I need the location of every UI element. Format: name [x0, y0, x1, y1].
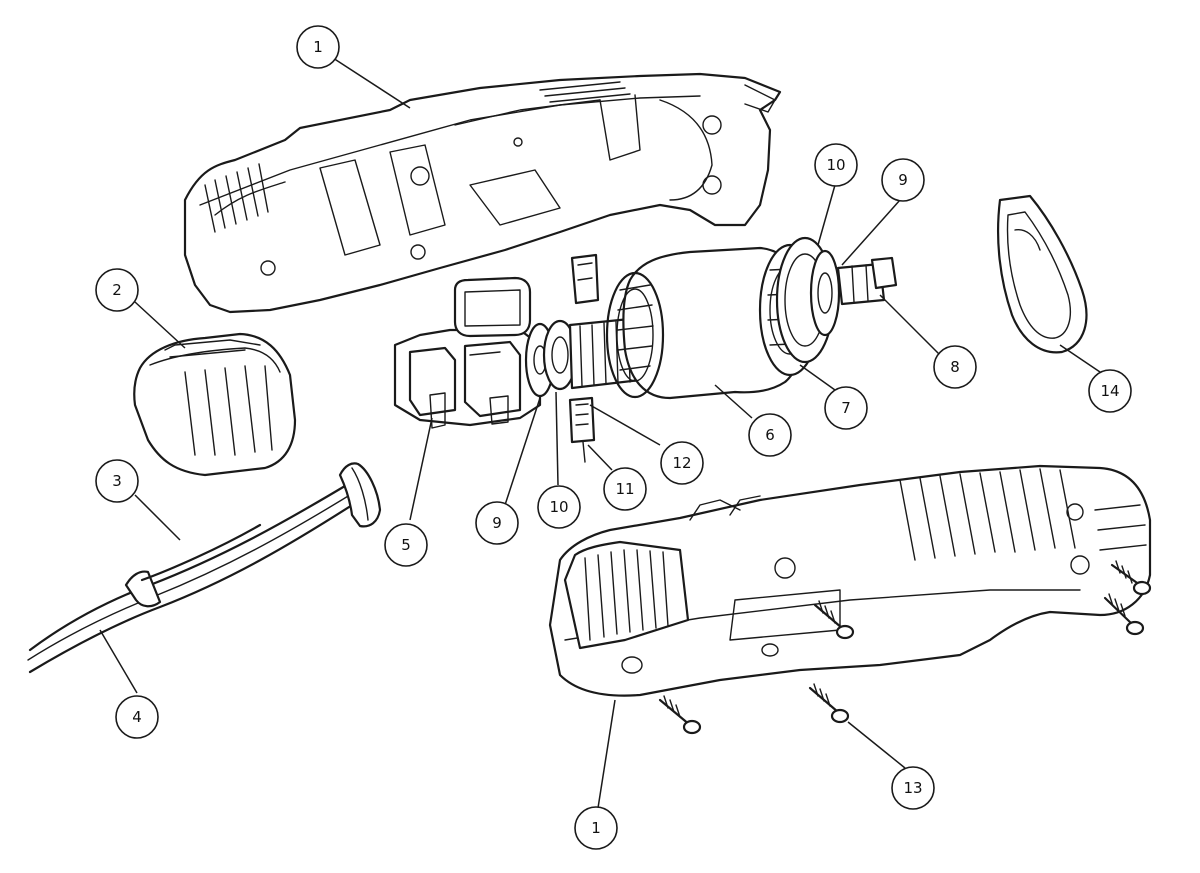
callout-label: 1: [591, 819, 601, 837]
callout-label: 9: [898, 171, 908, 189]
carbon-brush: [568, 253, 600, 463]
screws: [658, 560, 1152, 735]
screw-1: [658, 695, 702, 735]
callout-1-bottom: 1: [574, 806, 618, 850]
callout-label: 10: [549, 498, 568, 516]
housing-top-half: [183, 72, 782, 314]
callout-6: 6: [748, 413, 792, 457]
callout-label: 13: [903, 779, 922, 797]
callout-13: 13: [891, 766, 935, 810]
fan-and-bearing-right: [775, 236, 898, 364]
callout-label: 3: [112, 472, 122, 490]
callout-label: 7: [841, 399, 851, 417]
callout-5: 5: [384, 523, 428, 567]
callout-4: 4: [115, 695, 159, 739]
nose-ring: [996, 194, 1088, 354]
vent-cap: [133, 332, 297, 477]
bearing-left: [524, 319, 578, 398]
callout-label: 11: [615, 480, 634, 498]
callout-11: 11: [603, 467, 647, 511]
screw-5: [1103, 593, 1145, 636]
callout-8: 8: [933, 345, 977, 389]
switch-assembly: [393, 276, 542, 429]
callout-label: 14: [1100, 382, 1119, 400]
callout-3: 3: [95, 459, 139, 503]
callout-label: 10: [826, 156, 845, 174]
housing-bottom-half: [548, 464, 1152, 697]
callout-2: 2: [95, 268, 139, 312]
screw-4: [1110, 560, 1152, 596]
callout-9-left: 9: [475, 501, 519, 545]
callout-10-left: 10: [537, 485, 581, 529]
callout-9-right: 9: [881, 158, 925, 202]
callout-label: 5: [401, 536, 411, 554]
callout-label: 6: [765, 426, 775, 444]
leader-lines: [99, 57, 1101, 809]
screw-3: [813, 600, 855, 640]
callout-label: 12: [672, 454, 691, 472]
callout-10-right: 10: [814, 143, 858, 187]
callout-label: 2: [112, 281, 122, 299]
callout-label: 1: [313, 38, 323, 56]
callout-12: 12: [660, 441, 704, 485]
callout-label: 4: [132, 708, 142, 726]
callout-label: 8: [950, 358, 960, 376]
callout-label: 9: [492, 514, 502, 532]
cable-and-sleeve: [27, 462, 382, 674]
callout-14: 14: [1088, 369, 1132, 413]
screw-2: [808, 683, 850, 724]
callout-1-top: 1: [296, 25, 340, 69]
callout-7: 7: [824, 386, 868, 430]
